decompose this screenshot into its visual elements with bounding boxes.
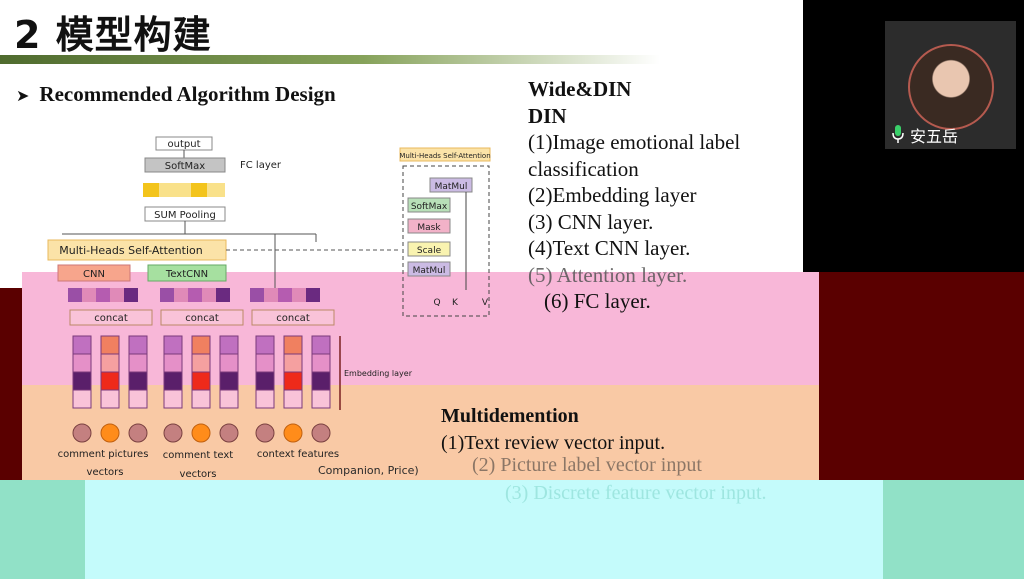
inset-softmax-label: SoftMax [411,202,448,212]
slide-title: 2 模型构建 [14,13,212,57]
concat-label: concat [185,313,219,324]
inset-scale-label: Scale [417,246,442,256]
input-label: vectors [180,469,217,480]
list-item: (1)Text review vector input. [441,431,666,454]
faded-list-item: (3) Discrete feature vector input. [505,482,767,504]
inset-mask-label: Mask [417,223,441,233]
multidimension-list: Multidemention (1)Text review vector inp… [441,403,665,456]
faded-list-item: (2) Picture label vector input [472,454,702,476]
input-label: context features [257,449,339,460]
bullet-heading: ➤ Recommended Algorithm Design [16,82,336,107]
concat-box [251,309,335,326]
embedding-layer-label: Embedding layer [344,369,413,378]
arrow-bullet-icon: ➤ [16,86,30,105]
inset-mask-box [407,218,451,234]
multidimension-heading: Multidemention [441,405,579,427]
title-underline-bar [0,55,660,64]
concat-box [69,309,153,326]
softmax-label: SoftMax [165,161,205,172]
input-nodes [72,423,331,443]
list-item: (3) CNN layer. [528,209,654,234]
dark-red-right-band [819,272,1024,480]
pink-band [22,272,819,385]
heading-wide-din: Wide&DIN [528,77,632,101]
inset-dashed-frame [402,165,490,317]
fc-feature-strip [143,183,225,197]
textcnn-box [147,264,227,282]
sum-pooling-label: SUM Pooling [154,210,216,221]
inset-title-box [399,147,491,162]
list-item: classification [528,156,639,181]
q-label: Q [433,298,440,308]
inset-matmul-bottom-label: MatMul [413,266,446,276]
cnn-label: CNN [83,269,105,280]
input-label: comment pictures [58,449,149,460]
input-label: comment text [163,450,234,461]
v-label: V [482,298,489,308]
orange-band [22,385,819,480]
textcnn-label: TextCNN [165,269,208,280]
list-item: (4)Text CNN layer. [528,236,691,260]
ghost-caption: Companion, Price) [318,464,419,477]
list-item: (1)Image emotional label [528,130,741,154]
inset-title-label: Multi-Heads Self-Attention [399,152,490,160]
cnn-box [57,264,131,282]
output-label: output [168,139,201,150]
fc-layer-label: FC layer [240,160,282,171]
microphone-icon[interactable] [891,124,905,144]
concat-label: concat [276,313,310,324]
dark-red-left-band [0,288,22,480]
teal-right-band [883,480,1024,579]
model-architecture-diagram: output SoftMax FC layer SUM Pooling Mult… [47,136,491,480]
list-item: (2)Embedding layer [528,183,697,207]
softmax-box [144,157,226,173]
inset-scale-box [407,241,451,257]
concat-label: concat [94,313,128,324]
inset-matmul-bottom-box [407,261,451,277]
participant-name: 安五岳 [910,127,959,146]
teal-left-band [0,480,85,579]
right-feature-list: Wide&DIN DIN (1)Image emotional label cl… [528,76,740,315]
inset-matmul-top-label: MatMul [435,182,468,192]
list-item: (5) Attention layer. [528,262,688,287]
k-label: K [452,298,459,308]
inset-matmul-top-box [429,177,473,193]
input-label: vectors [87,467,124,478]
bullet-text: Recommended Algorithm Design [39,82,336,106]
heading-din: DIN [528,103,567,128]
inset-softmax-box [407,197,451,213]
embedding-columns [72,335,331,409]
cnn-feature-strips [68,288,320,302]
participant-avatar [908,44,994,130]
list-item: (6) FC layer. [544,289,651,313]
cyan-band [85,480,883,579]
mhsa-label: Multi-Heads Self-Attention [59,244,202,257]
concat-box [160,309,244,326]
